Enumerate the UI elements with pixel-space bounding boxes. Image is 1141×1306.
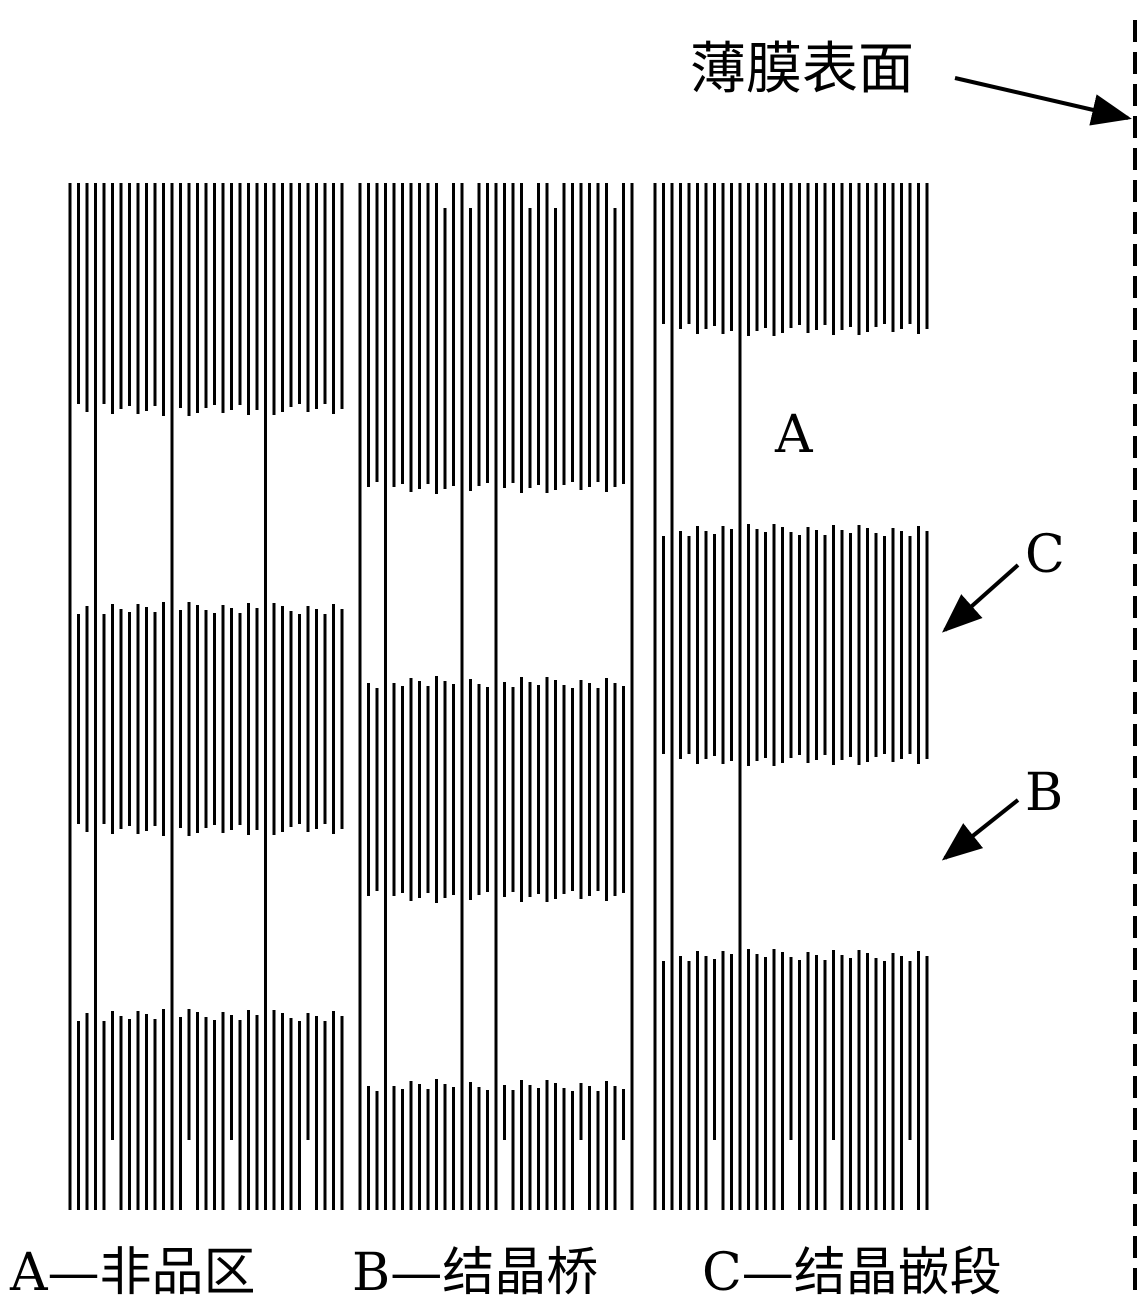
surface-label: 薄膜表面	[690, 37, 914, 102]
arrow-b	[941, 798, 1020, 861]
surface-arrow	[954, 76, 1132, 126]
legend-item-crystal-bridge: B—结晶桥	[352, 1243, 598, 1303]
region-label-b: B	[1025, 763, 1063, 823]
legend-item-amorphous: A—非品区	[9, 1243, 256, 1303]
region-label-a: A	[774, 405, 814, 465]
arrow-c	[942, 563, 1020, 633]
legend-item-crystal-block: C—结晶嵌段	[702, 1243, 1002, 1303]
region-label-c: C	[1025, 525, 1065, 585]
chain-lines	[68, 183, 929, 1210]
